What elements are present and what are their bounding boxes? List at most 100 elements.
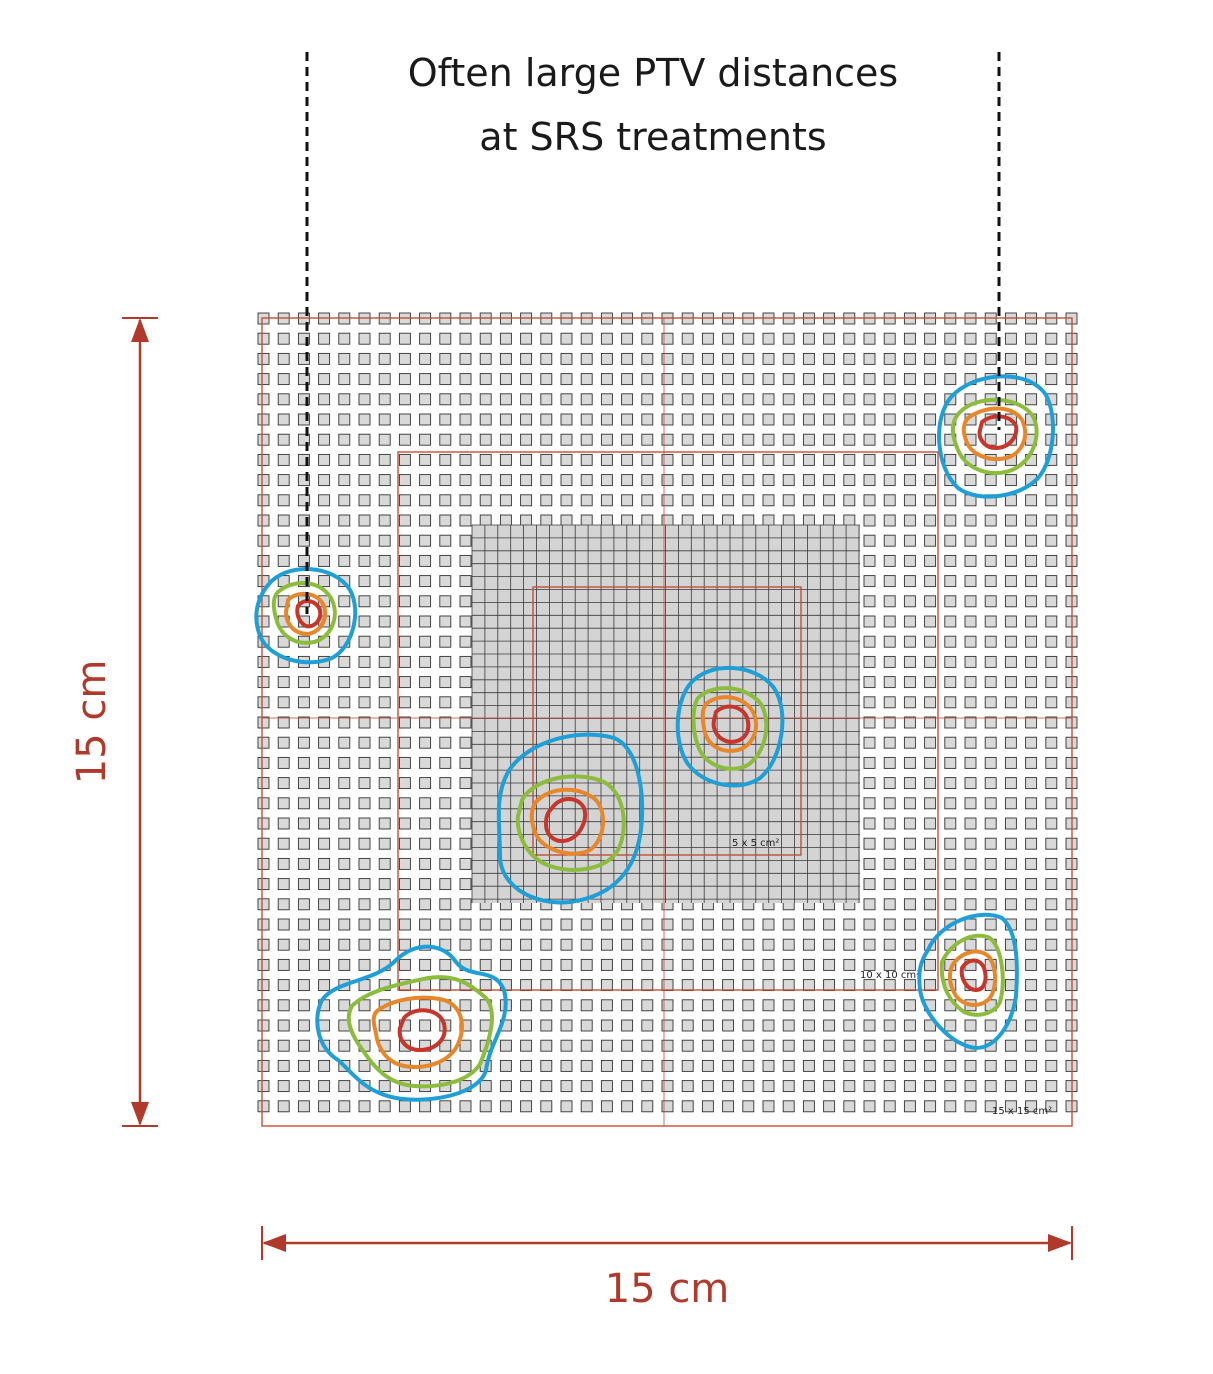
detector-cell xyxy=(580,1100,593,1113)
detector-cell xyxy=(1004,716,1017,729)
detector-cell xyxy=(419,332,432,345)
detector-cell xyxy=(883,373,896,386)
detector-cell xyxy=(802,1019,815,1032)
detector-cell xyxy=(277,494,290,507)
detector-cell xyxy=(903,817,916,830)
detector-cell xyxy=(580,453,593,466)
detector-cell xyxy=(722,352,735,365)
detector-cell xyxy=(863,716,876,729)
detector-cell xyxy=(1004,837,1017,850)
detector-cell xyxy=(600,453,613,466)
detector-cell xyxy=(378,837,391,850)
detector-cell xyxy=(1025,534,1038,547)
detector-cell xyxy=(964,696,977,709)
detector-cell xyxy=(439,474,452,487)
detector-cell xyxy=(883,494,896,507)
detector-cell xyxy=(621,373,634,386)
detector-cell xyxy=(802,1059,815,1072)
detector-cell xyxy=(863,393,876,406)
detector-cell xyxy=(1025,837,1038,850)
detector-cell xyxy=(762,999,775,1012)
detector-cell xyxy=(944,1039,957,1052)
detector-cell xyxy=(277,1019,290,1032)
detector-cell xyxy=(378,534,391,547)
detector-cell xyxy=(701,332,714,345)
detector-cell xyxy=(378,1080,391,1093)
detector-cell xyxy=(439,413,452,426)
detector-cell xyxy=(398,756,411,769)
detector-cell xyxy=(883,595,896,608)
detector-cell xyxy=(924,332,937,345)
detector-cell xyxy=(621,979,634,992)
detector-cell xyxy=(883,615,896,628)
detector-cell xyxy=(499,373,512,386)
detector-cell xyxy=(1004,857,1017,870)
detector-cell xyxy=(277,857,290,870)
detector-cell xyxy=(600,958,613,971)
detector-cell xyxy=(439,979,452,992)
detector-cell xyxy=(903,676,916,689)
detector-cell xyxy=(661,393,674,406)
detector-cell xyxy=(1045,554,1058,567)
detector-cell xyxy=(681,474,694,487)
detector-cell xyxy=(419,878,432,891)
detector-cell xyxy=(277,716,290,729)
detector-cell xyxy=(641,938,654,951)
detector-cell xyxy=(903,1100,916,1113)
detector-cell xyxy=(701,1019,714,1032)
detector-cell xyxy=(338,393,351,406)
detector-cell xyxy=(257,979,270,992)
detector-cell xyxy=(459,857,472,870)
detector-cell xyxy=(883,817,896,830)
detector-cell xyxy=(398,453,411,466)
detector-cell xyxy=(722,453,735,466)
detector-cell xyxy=(782,1059,795,1072)
detector-cell xyxy=(863,878,876,891)
detector-cell xyxy=(924,494,937,507)
detector-cell xyxy=(883,433,896,446)
detector-cell xyxy=(802,453,815,466)
detector-cell xyxy=(964,655,977,668)
detector-cell xyxy=(883,857,896,870)
detector-cell xyxy=(924,756,937,769)
detector-cell xyxy=(1025,332,1038,345)
detector-cell xyxy=(903,413,916,426)
detector-cell xyxy=(277,534,290,547)
detector-cell xyxy=(742,1039,755,1052)
detector-cell xyxy=(681,393,694,406)
target-center-left xyxy=(496,732,645,905)
detector-cell xyxy=(681,494,694,507)
detector-cell xyxy=(782,1080,795,1093)
detector-cell xyxy=(984,575,997,588)
detector-cell xyxy=(600,918,613,931)
detector-cell xyxy=(398,595,411,608)
detector-cell xyxy=(318,433,331,446)
detector-cell xyxy=(318,1019,331,1032)
detector-cell xyxy=(338,898,351,911)
detector-cell xyxy=(1025,575,1038,588)
detector-cell xyxy=(944,898,957,911)
detector-cell xyxy=(843,514,856,527)
detector-cell xyxy=(782,514,795,527)
detector-cell xyxy=(600,332,613,345)
detector-cell xyxy=(318,716,331,729)
detector-cell xyxy=(924,453,937,466)
detector-cell xyxy=(964,332,977,345)
detector-cell xyxy=(903,938,916,951)
detector-cell xyxy=(621,413,634,426)
detector-cell xyxy=(479,393,492,406)
detector-cell xyxy=(1045,1059,1058,1072)
detector-cell xyxy=(843,1019,856,1032)
detector-cell xyxy=(560,474,573,487)
detector-cell xyxy=(600,514,613,527)
detector-cell xyxy=(297,857,310,870)
detector-cell xyxy=(560,373,573,386)
detector-cell xyxy=(1004,1039,1017,1052)
detector-cell xyxy=(257,716,270,729)
detector-cell xyxy=(1004,878,1017,891)
detector-cell xyxy=(358,1019,371,1032)
vertical-dimension-label: 15 cm xyxy=(69,660,115,785)
detector-cell xyxy=(479,514,492,527)
detector-cell xyxy=(722,433,735,446)
detector-cell xyxy=(843,999,856,1012)
